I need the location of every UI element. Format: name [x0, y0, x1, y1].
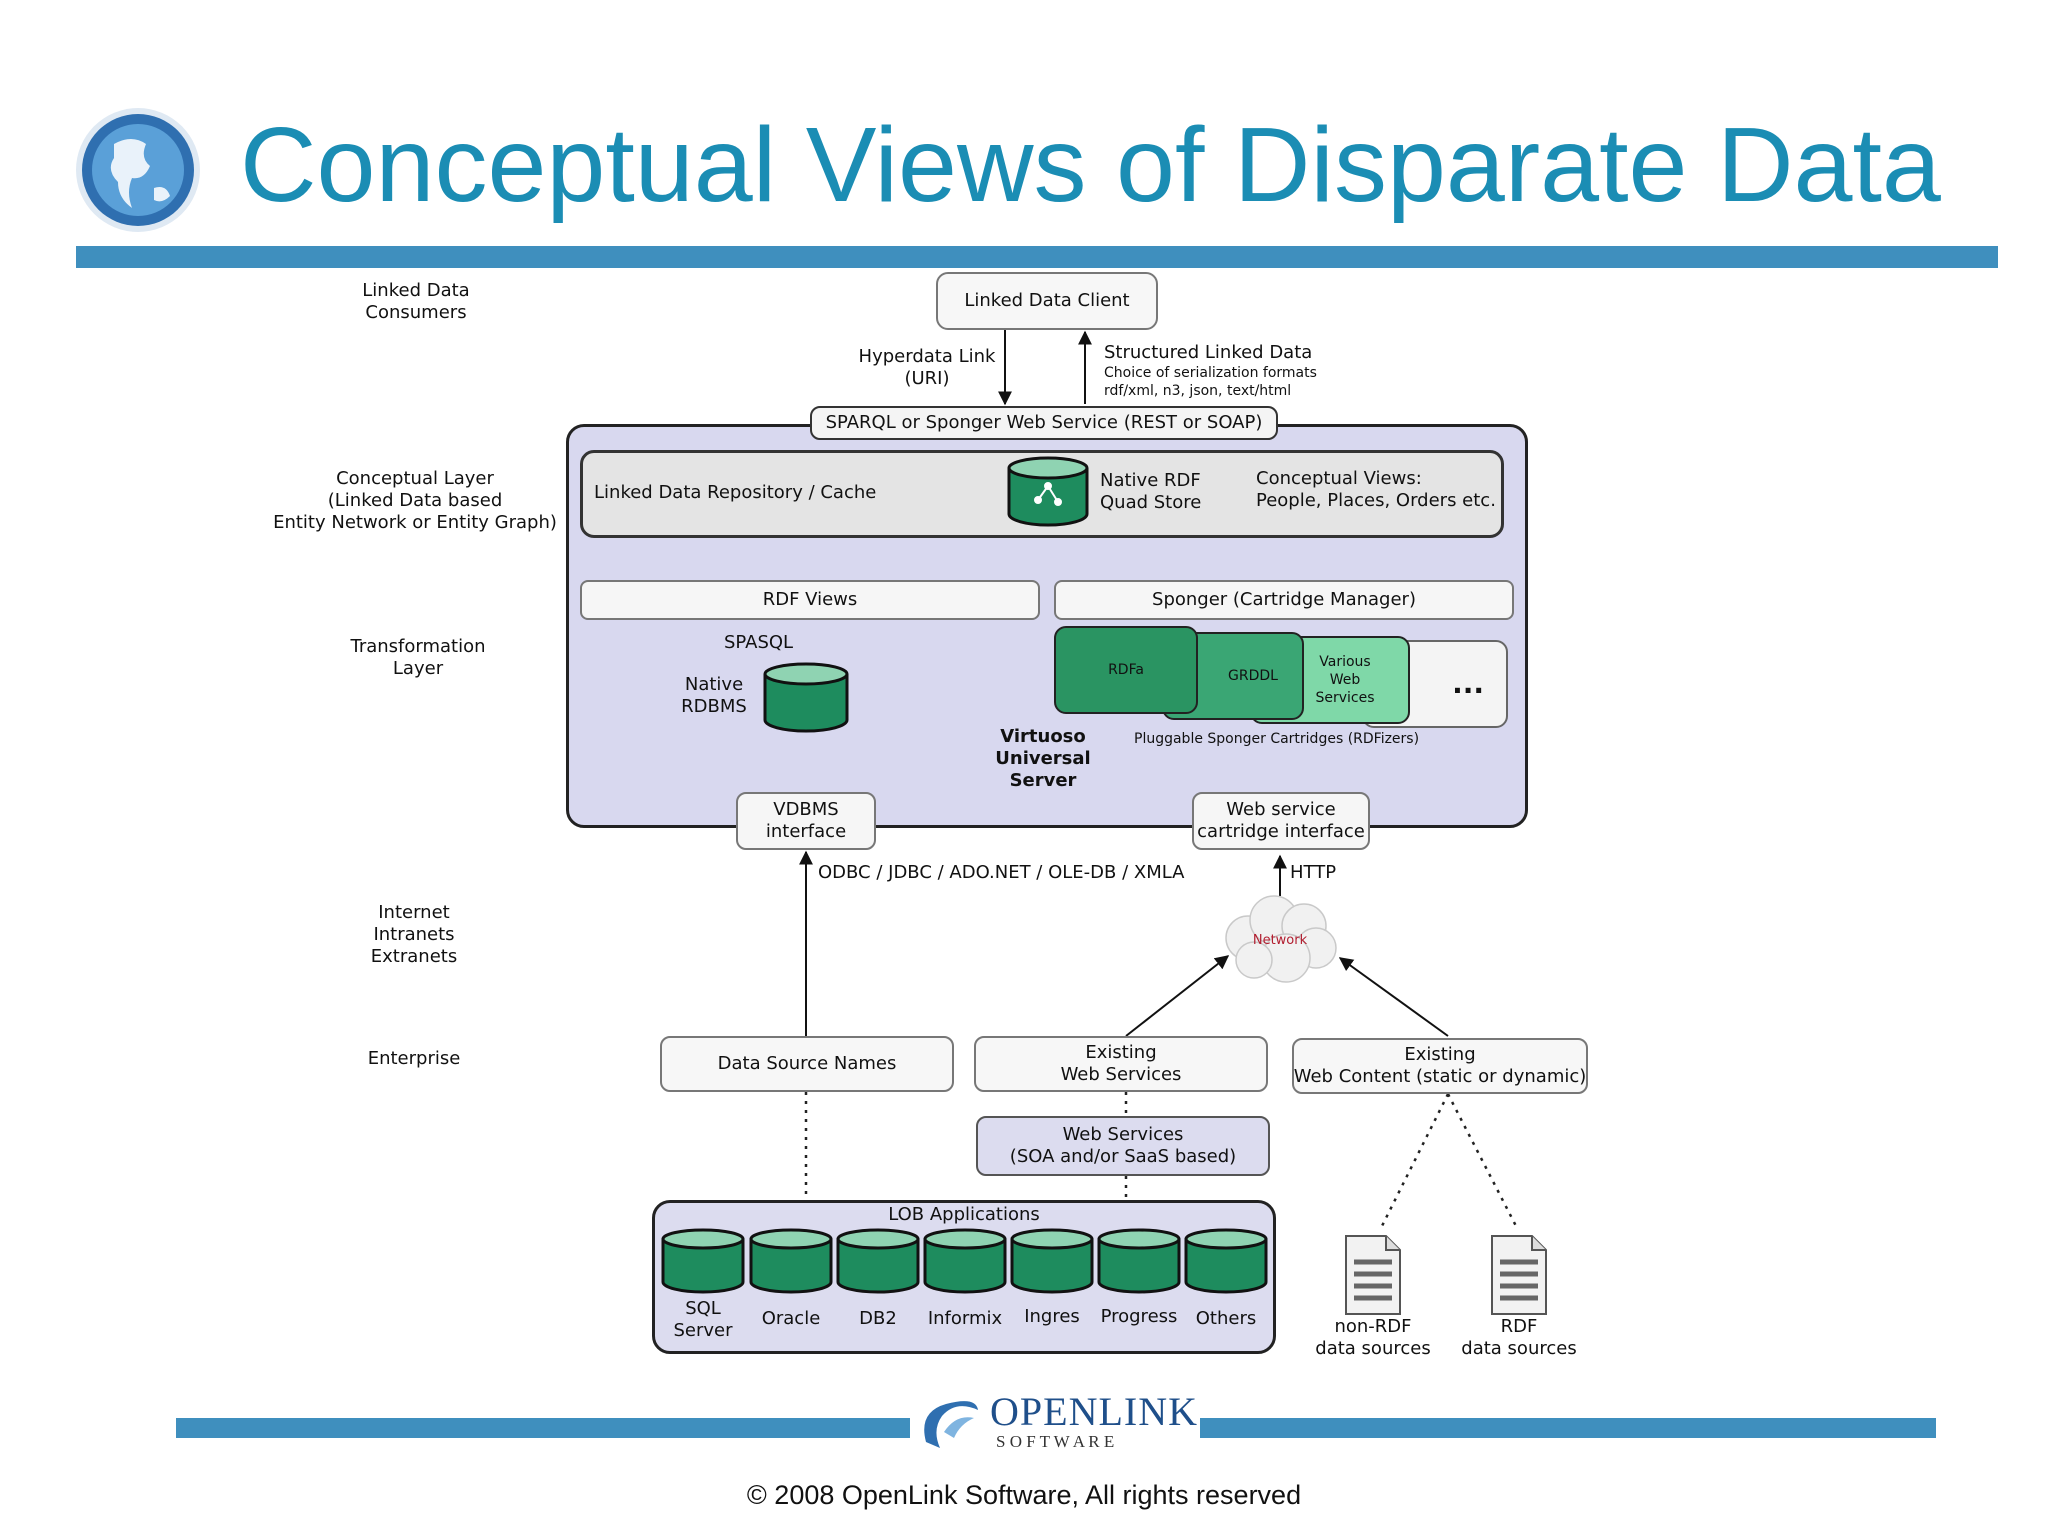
footer-bar-right	[1200, 1418, 1936, 1438]
lob-applications-title: LOB Applications	[888, 1204, 1040, 1225]
title-underline-bar	[76, 246, 1998, 268]
database-icon	[1184, 1228, 1268, 1294]
network-label: Network	[1252, 933, 1308, 948]
rdf-document-icon	[1490, 1234, 1548, 1316]
database-icon	[749, 1228, 833, 1294]
lob-db-item: Progress	[1096, 1228, 1182, 1327]
web-services-soa-box: Web Services(SOA and/or SaaS based)	[976, 1116, 1270, 1176]
copyright-text: © 2008 OpenLink Software, All rights res…	[746, 1480, 1302, 1510]
lob-db-item: Oracle	[748, 1228, 834, 1329]
linked-data-client-box: Linked Data Client	[936, 272, 1158, 330]
http-label: HTTP	[1290, 862, 1337, 883]
slide-title: Conceptual Views of Disparate Data	[240, 106, 1941, 224]
database-icon	[836, 1228, 920, 1294]
rdf-views-box: RDF Views	[580, 580, 1040, 620]
conceptual-views-label: Conceptual Views:People, Places, Orders …	[1256, 468, 1496, 511]
repository-label: Linked Data Repository / Cache	[594, 482, 877, 503]
lob-db-item: Others	[1183, 1228, 1269, 1329]
native-rdbms-database-icon	[762, 662, 850, 734]
lob-db-item: Ingres	[1009, 1228, 1095, 1327]
hyperdata-link-label: Hyperdata Link(URI)	[858, 346, 996, 389]
pluggable-cartridges-label: Pluggable Sponger Cartridges (RDFizers)	[1134, 731, 1420, 747]
openlink-logo: OPENLINK S O F T W A R E	[916, 1388, 1198, 1458]
data-source-names-box: Data Source Names	[660, 1036, 954, 1092]
database-icon	[1097, 1228, 1181, 1294]
footer-bar-left	[176, 1418, 910, 1438]
openlink-software-text: S O F T W A R E	[996, 1432, 1115, 1451]
lob-db-item: Informix	[922, 1228, 1008, 1329]
database-icon	[661, 1228, 745, 1294]
sparql-sponger-service-box: SPARQL or Sponger Web Service (REST or S…	[810, 406, 1278, 440]
quad-store-database-icon	[1006, 456, 1090, 528]
cartridge-rdfa: RDFa	[1054, 626, 1198, 714]
odbc-protocols-label: ODBC / JDBC / ADO.NET / OLE-DB / XMLA	[818, 862, 1185, 883]
database-icon	[1010, 1228, 1094, 1294]
openlink-swoosh-icon	[924, 1401, 978, 1448]
database-icon	[923, 1228, 1007, 1294]
structured-linked-data-label: Structured Linked Data	[1104, 342, 1313, 363]
lob-db-item: DB2	[835, 1228, 921, 1329]
layer-label-enterprise: Enterprise	[367, 1048, 461, 1069]
globe-logo-icon	[74, 104, 202, 236]
non-rdf-document-icon	[1344, 1234, 1402, 1316]
spasql-label: SPASQL	[724, 632, 794, 653]
network-cloud-icon: Network	[1212, 886, 1348, 990]
sponger-cartridge-manager-box: Sponger (Cartridge Manager)	[1054, 580, 1514, 620]
openlink-wordmark: OPENLINK	[990, 1389, 1198, 1434]
